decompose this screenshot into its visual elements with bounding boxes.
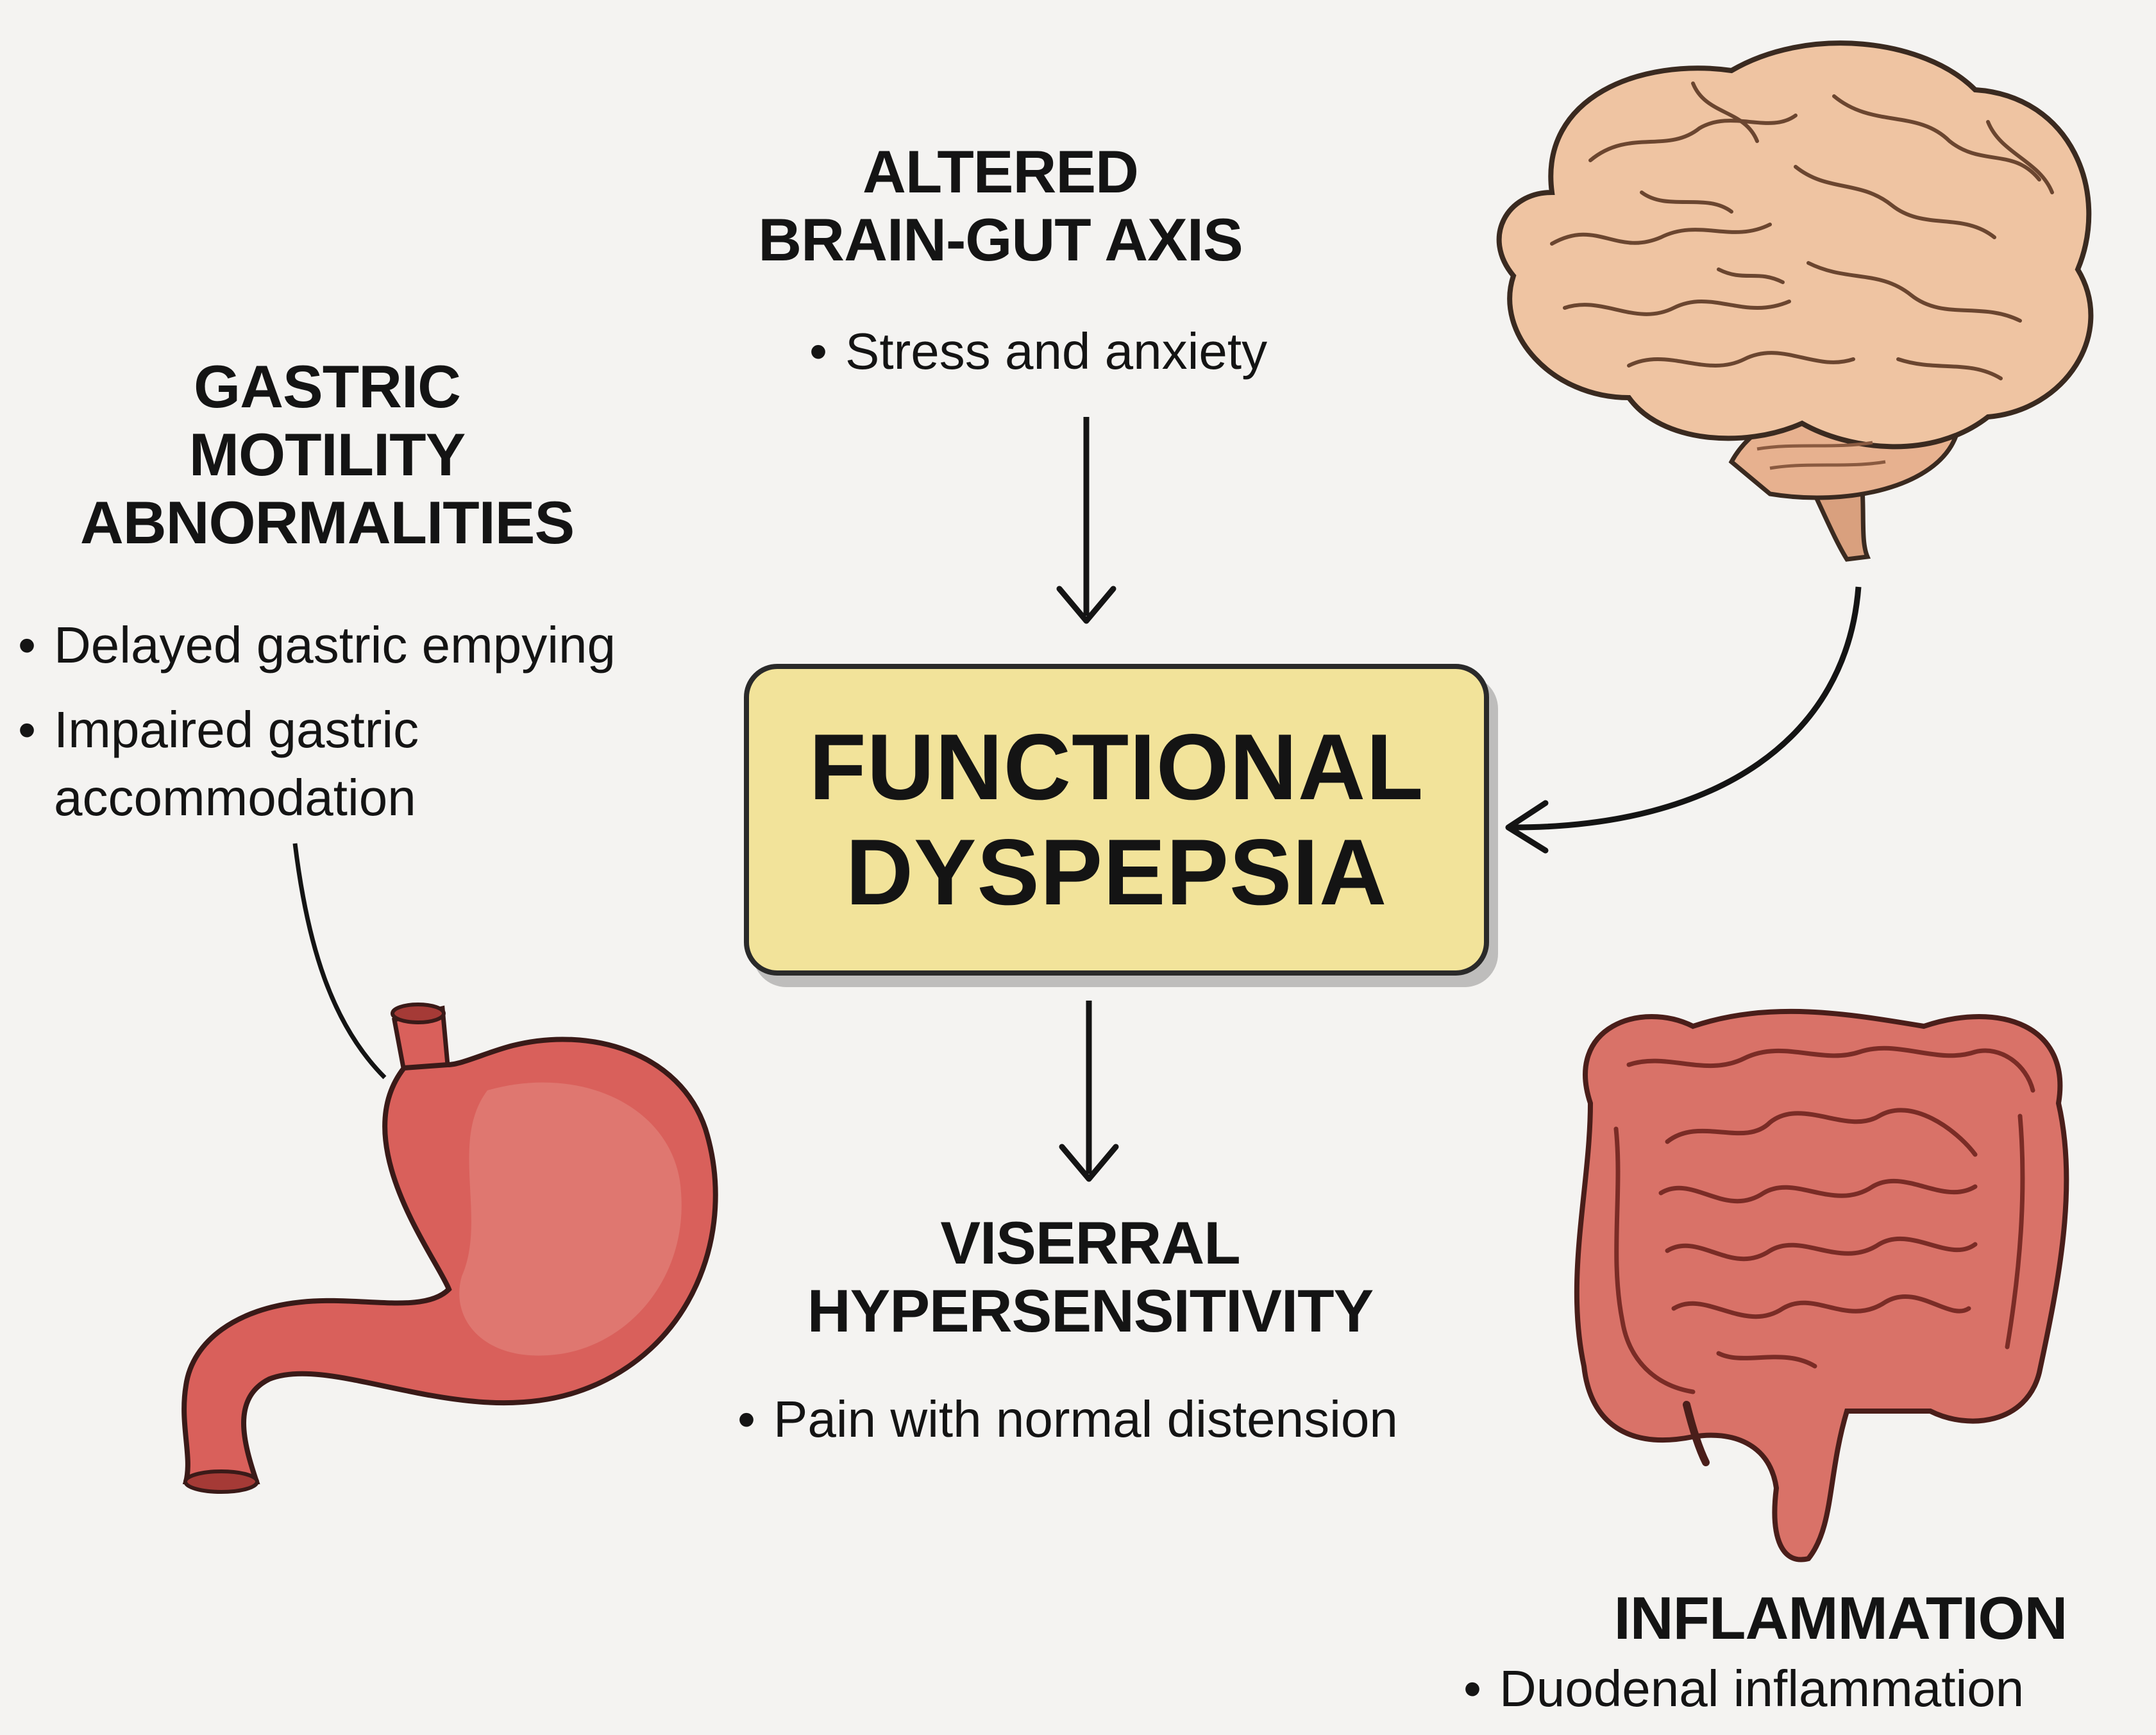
intestines-icon	[1577, 1011, 2067, 1560]
bullet-text: Impaired gastric	[54, 701, 419, 758]
brain-gut-axis-heading: ALTERED BRAIN-GUT AXIS	[757, 138, 1244, 274]
functional-dyspepsia-box: FUNCTIONAL DYSPEPSIA	[744, 664, 1489, 976]
brain-gut-bullet: •Stress and anxiety	[809, 321, 1267, 382]
bullet-dot: •	[809, 321, 845, 382]
heading-line: INFLAMMATION	[1552, 1584, 2129, 1652]
heading-line: MOTILITY	[26, 421, 628, 489]
arrow-down-icon	[1059, 417, 1113, 621]
bullet-dot: •	[18, 699, 54, 761]
bullet-text: Stress and anxiety	[845, 323, 1267, 380]
box-title-line: FUNCTIONAL	[809, 715, 1424, 820]
inflammation-bullet: •Duodenal inflammation	[1463, 1658, 2024, 1720]
bullet-dot: •	[18, 614, 54, 676]
arrow-down-icon	[1062, 1001, 1116, 1179]
bullet-text: Duodenal inflammation	[1499, 1660, 2024, 1717]
visceral-hypersensitivity-heading: VISERRAL HYPERSENSITIVITY	[737, 1209, 1443, 1345]
heading-line: BRAIN-GUT AXIS	[757, 206, 1244, 274]
heading-line: ABNORMALITIES	[26, 489, 628, 557]
bullet-dot: •	[737, 1389, 773, 1450]
motility-bullet: •Impaired gastric	[18, 699, 419, 761]
inflammation-heading: INFLAMMATION	[1552, 1584, 2129, 1652]
heading-line: GASTRIC	[26, 353, 628, 421]
gastric-motility-heading: GASTRIC MOTILITY ABNORMALITIES	[26, 353, 628, 557]
heading-line: ALTERED	[757, 138, 1244, 206]
motility-bullet: •Delayed gastric empying	[18, 614, 616, 676]
visceral-bullet: •Pain with normal distension	[737, 1389, 1398, 1450]
leader-line	[295, 843, 385, 1078]
heading-line: VISERRAL	[737, 1209, 1443, 1277]
motility-bullet-continuation: accommodation	[54, 767, 416, 829]
brain-icon	[1499, 43, 2091, 559]
box-title-line: DYSPEPSIA	[846, 820, 1388, 925]
stomach-icon	[184, 1004, 716, 1492]
curved-arrow-icon	[1508, 587, 1858, 851]
bullet-text: Pain with normal distension	[773, 1391, 1398, 1448]
bullet-text: Delayed gastric empying	[54, 616, 616, 673]
bullet-dot: •	[1463, 1658, 1499, 1720]
heading-line: HYPERSENSITIVITY	[737, 1277, 1443, 1345]
bullet-text: accommodation	[54, 769, 416, 826]
